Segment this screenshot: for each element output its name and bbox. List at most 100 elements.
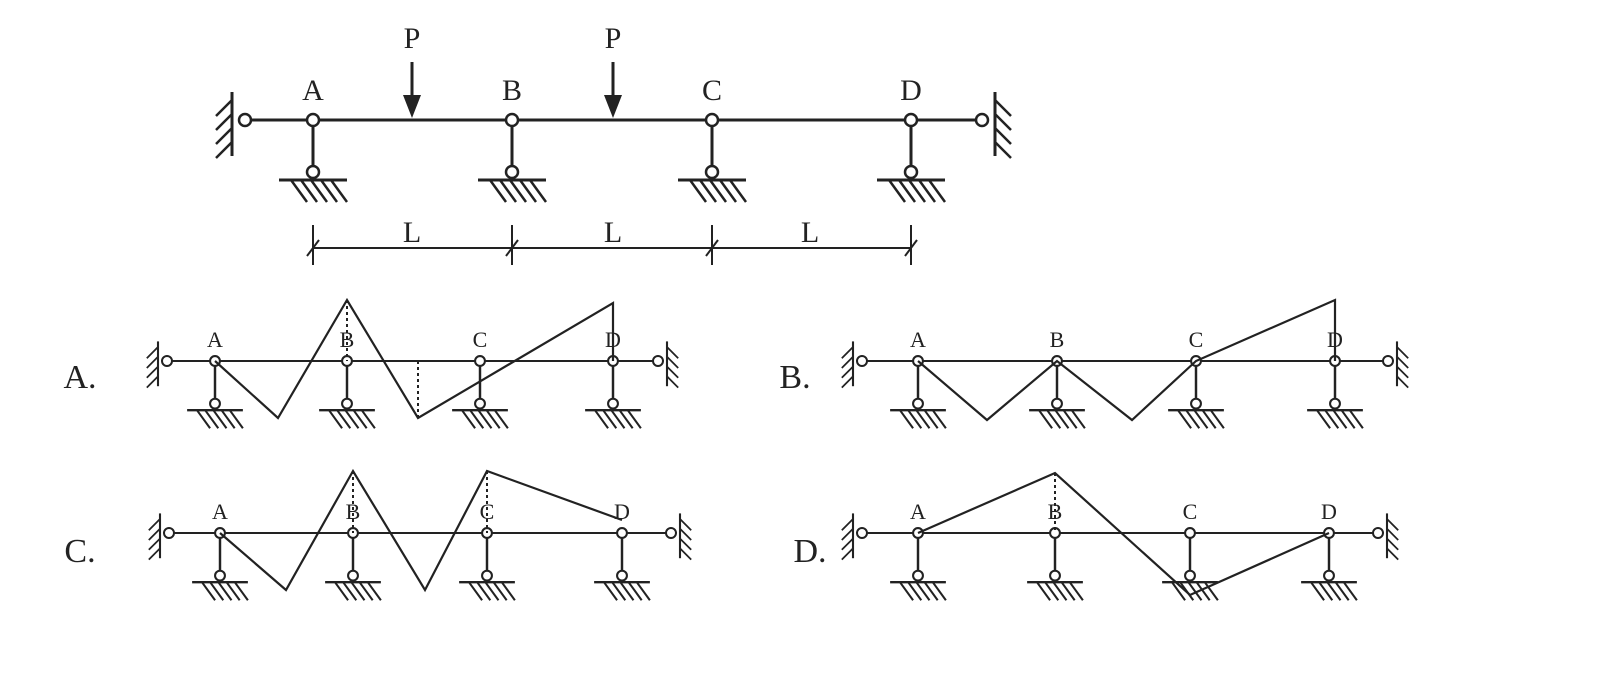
support-hinge-bottom — [903, 164, 919, 180]
ground-hatch — [498, 179, 518, 203]
pin-support — [319, 355, 376, 429]
support-hinge-bottom — [607, 397, 619, 410]
ground-hatch — [500, 581, 516, 601]
end-hinge-right — [665, 527, 677, 539]
ground-hatch — [1193, 409, 1209, 429]
ground-hatch — [225, 581, 241, 601]
option-label: B. — [779, 359, 810, 396]
support-label: A — [302, 74, 324, 107]
ground-hatch — [201, 581, 216, 601]
ground-hatch — [899, 409, 914, 429]
ground-hatch — [927, 179, 947, 203]
ground-hatch — [328, 409, 343, 429]
ground-hatch — [1342, 581, 1358, 601]
moment-curve — [917, 471, 1330, 597]
ground-hatch — [220, 409, 236, 429]
support-hinge-bottom — [1190, 397, 1202, 410]
wall-hatch — [841, 528, 854, 541]
ground-hatch — [196, 409, 211, 429]
ground-hatch — [1185, 409, 1201, 429]
ground-hatch — [484, 581, 500, 601]
ground-hatch — [1177, 409, 1192, 429]
pin-support — [192, 527, 249, 601]
wall-hatch — [1396, 375, 1409, 389]
ground-hatch — [635, 581, 651, 601]
ground-hatch — [1062, 409, 1078, 429]
ground-hatch — [907, 409, 923, 429]
support-hinge-bottom — [616, 569, 628, 582]
support-hinge-bottom — [347, 569, 359, 582]
wall-hatch — [1396, 346, 1409, 359]
ground-hatch — [217, 581, 233, 601]
option-label: D. — [793, 533, 826, 570]
wall-hatch — [1386, 537, 1399, 551]
pin-support — [1301, 527, 1358, 601]
ground-hatch — [618, 409, 634, 429]
load-arrow-head — [604, 95, 622, 118]
wall-hatch — [1396, 356, 1409, 369]
wall-hatch — [666, 356, 679, 369]
wall-hatch — [679, 528, 692, 541]
wall-hatch — [215, 141, 233, 159]
point-label: A — [212, 499, 228, 524]
pin-support — [325, 527, 382, 601]
wall-hatch — [841, 356, 854, 369]
support-hinge-bottom — [209, 397, 221, 410]
ground-hatch — [594, 409, 609, 429]
support-hinge-top — [704, 112, 720, 128]
pin-support — [478, 112, 548, 203]
support-hinge-bottom — [474, 397, 486, 410]
wall-hatch — [1386, 518, 1399, 531]
wall-hatch — [146, 365, 159, 379]
ground-hatch — [1310, 581, 1325, 601]
end-hinge-right — [652, 355, 664, 367]
load-arrow-head — [403, 95, 421, 118]
pin-support — [452, 355, 509, 429]
ground-hatch — [344, 409, 360, 429]
moment-curve — [917, 298, 1337, 422]
fixed-wall — [993, 92, 1012, 159]
ground-hatch — [477, 409, 493, 429]
ground-hatch — [602, 409, 618, 429]
support-hinge-bottom — [1051, 397, 1063, 410]
ground-hatch — [1340, 409, 1356, 429]
ground-hatch — [923, 409, 939, 429]
ground-hatch — [360, 409, 376, 429]
ground-hatch — [209, 581, 225, 601]
ground-hatch — [1044, 581, 1060, 601]
ground-hatch — [228, 409, 244, 429]
ground-hatch — [931, 409, 947, 429]
wall-hatch — [679, 537, 692, 551]
ground-hatch — [627, 581, 643, 601]
ground-hatch — [887, 179, 907, 203]
span-label: L — [403, 216, 421, 249]
support-label: C — [702, 74, 722, 107]
wall-hatch — [148, 528, 161, 541]
point-label: D — [614, 499, 630, 524]
pin-support — [890, 355, 947, 429]
ground-hatch — [610, 409, 626, 429]
support-hinge-bottom — [1323, 569, 1335, 582]
ground-hatch — [1332, 409, 1348, 429]
ground-hatch — [485, 409, 501, 429]
support-hinge-bottom — [1329, 397, 1341, 410]
pin-support — [1162, 527, 1219, 601]
wall-hatch — [666, 365, 679, 379]
point-label: D — [1321, 499, 1337, 524]
ground-hatch — [1318, 581, 1334, 601]
ground-hatch — [461, 409, 476, 429]
wall-hatch — [841, 365, 854, 379]
ground-hatch — [1209, 409, 1225, 429]
pin-support — [1168, 355, 1225, 429]
wall-hatch — [841, 518, 854, 531]
point-label: A — [910, 499, 926, 524]
pin-support — [678, 112, 748, 203]
ground-hatch — [366, 581, 382, 601]
ground-hatch — [917, 179, 937, 203]
pin-support — [459, 527, 516, 601]
ground-hatch — [336, 409, 352, 429]
wall-hatch — [215, 113, 233, 131]
